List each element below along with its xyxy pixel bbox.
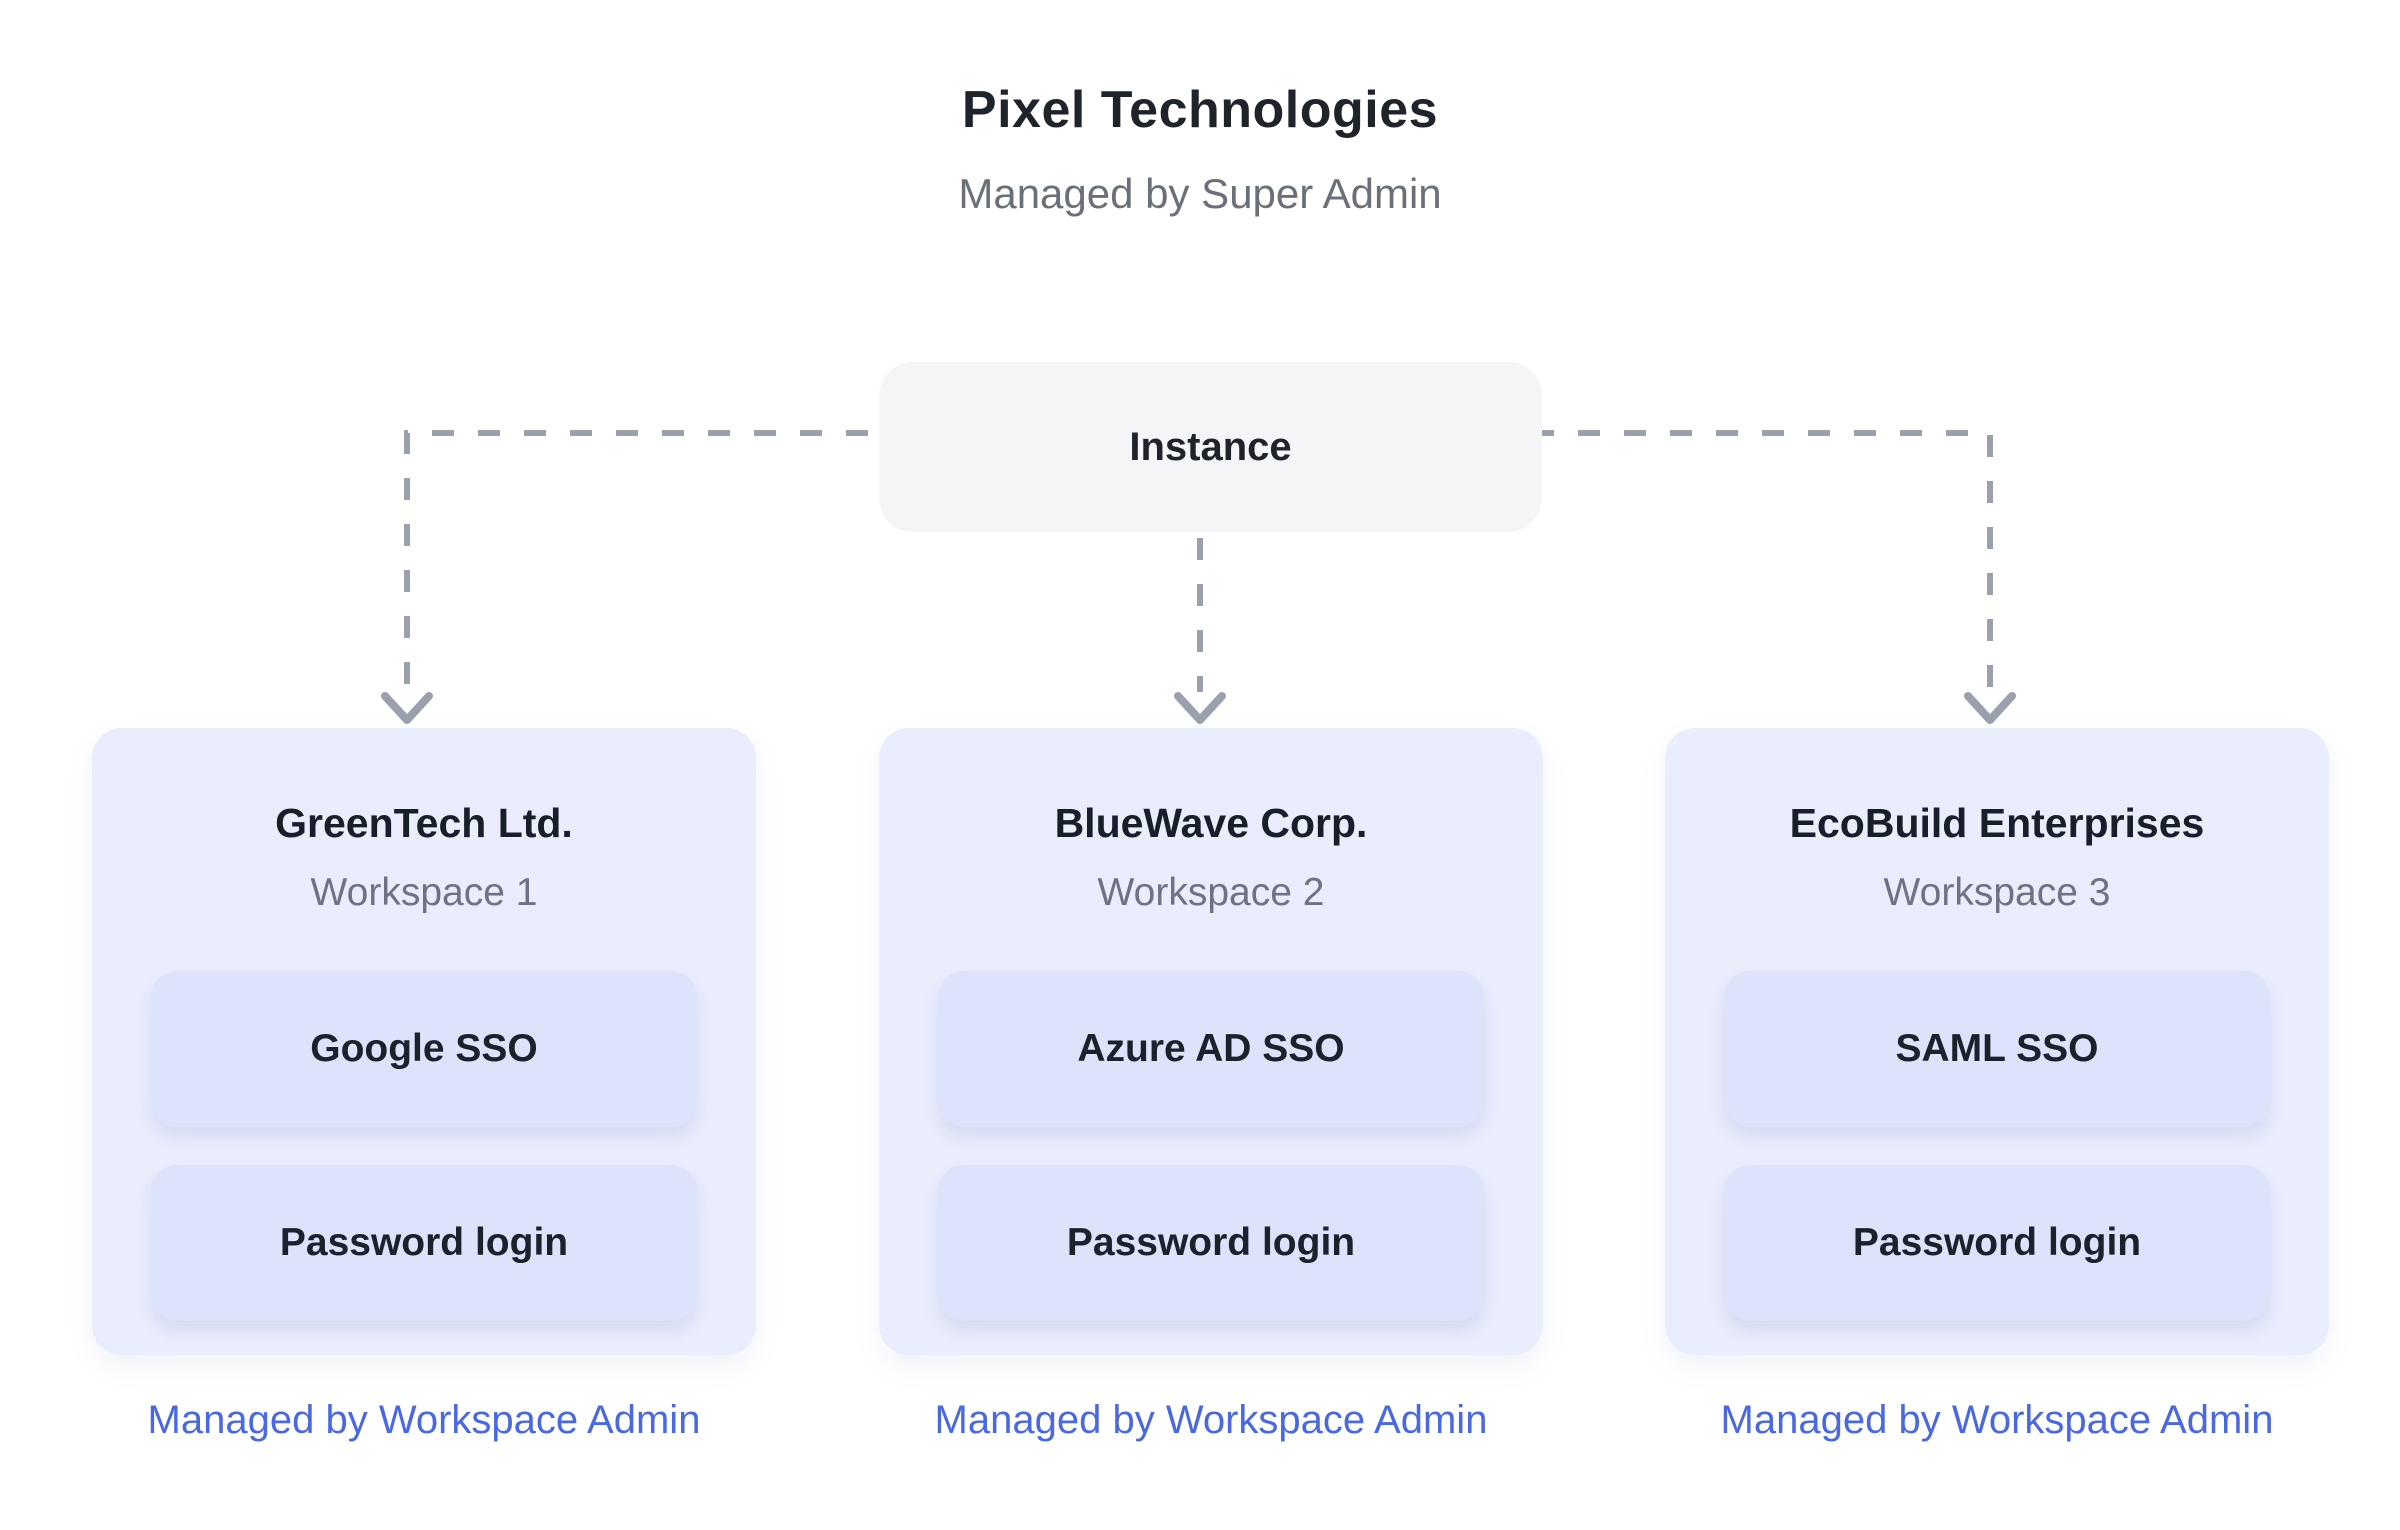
auth-method-label: SAML SSO: [1895, 1027, 2099, 1070]
auth-method-label: Azure AD SSO: [1077, 1027, 1345, 1070]
connector-left: [404, 430, 868, 692]
auth-method-chip-google-sso: Google SSO: [151, 971, 697, 1127]
managed-by-label: Managed by Workspace Admin: [1720, 1398, 2274, 1442]
workspace-label: Workspace 1: [310, 871, 538, 914]
auth-method-chip-azure-ad-sso: Azure AD SSO: [938, 971, 1484, 1127]
workspace-label: Workspace 2: [1097, 871, 1325, 914]
arrowhead-center-icon: [1174, 692, 1226, 724]
auth-method-chip-password: Password login: [938, 1165, 1484, 1321]
auth-method-chip-saml-sso: SAML SSO: [1724, 971, 2270, 1127]
arrowhead-left-icon: [381, 692, 433, 724]
instance-label: Instance: [1129, 424, 1292, 469]
auth-method-label: Password login: [1066, 1221, 1356, 1264]
workspace-card-greentech: GreenTech Ltd. Workspace 1 Google SSO Pa…: [92, 728, 756, 1355]
auth-method-label: Password login: [1852, 1221, 2142, 1264]
auth-method-chip-password: Password login: [1724, 1165, 2270, 1321]
diagram-header: Pixel Technologies Managed by Super Admi…: [0, 80, 2400, 218]
company-name: EcoBuild Enterprises: [1789, 800, 2205, 846]
managed-by-label: Managed by Workspace Admin: [934, 1398, 1488, 1442]
company-name: GreenTech Ltd.: [275, 800, 573, 846]
instance-node: Instance: [879, 362, 1542, 532]
arrowhead-right-icon: [1964, 692, 2016, 724]
auth-method-label: Password login: [279, 1221, 569, 1264]
workspace-card-bluewave: BlueWave Corp. Workspace 2 Azure AD SSO …: [879, 728, 1543, 1355]
page-title: Pixel Technologies: [961, 81, 1439, 139]
page-subtitle: Managed by Super Admin: [958, 170, 1442, 217]
workspace-label: Workspace 3: [1883, 871, 2111, 914]
company-name: BlueWave Corp.: [1054, 800, 1368, 846]
workspace-card-ecobuild: EcoBuild Enterprises Workspace 3 SAML SS…: [1665, 728, 2329, 1355]
managed-by-label: Managed by Workspace Admin: [147, 1398, 701, 1442]
auth-method-chip-password: Password login: [151, 1165, 697, 1321]
connector-right: [1532, 430, 1993, 692]
auth-method-label: Google SSO: [310, 1027, 538, 1070]
